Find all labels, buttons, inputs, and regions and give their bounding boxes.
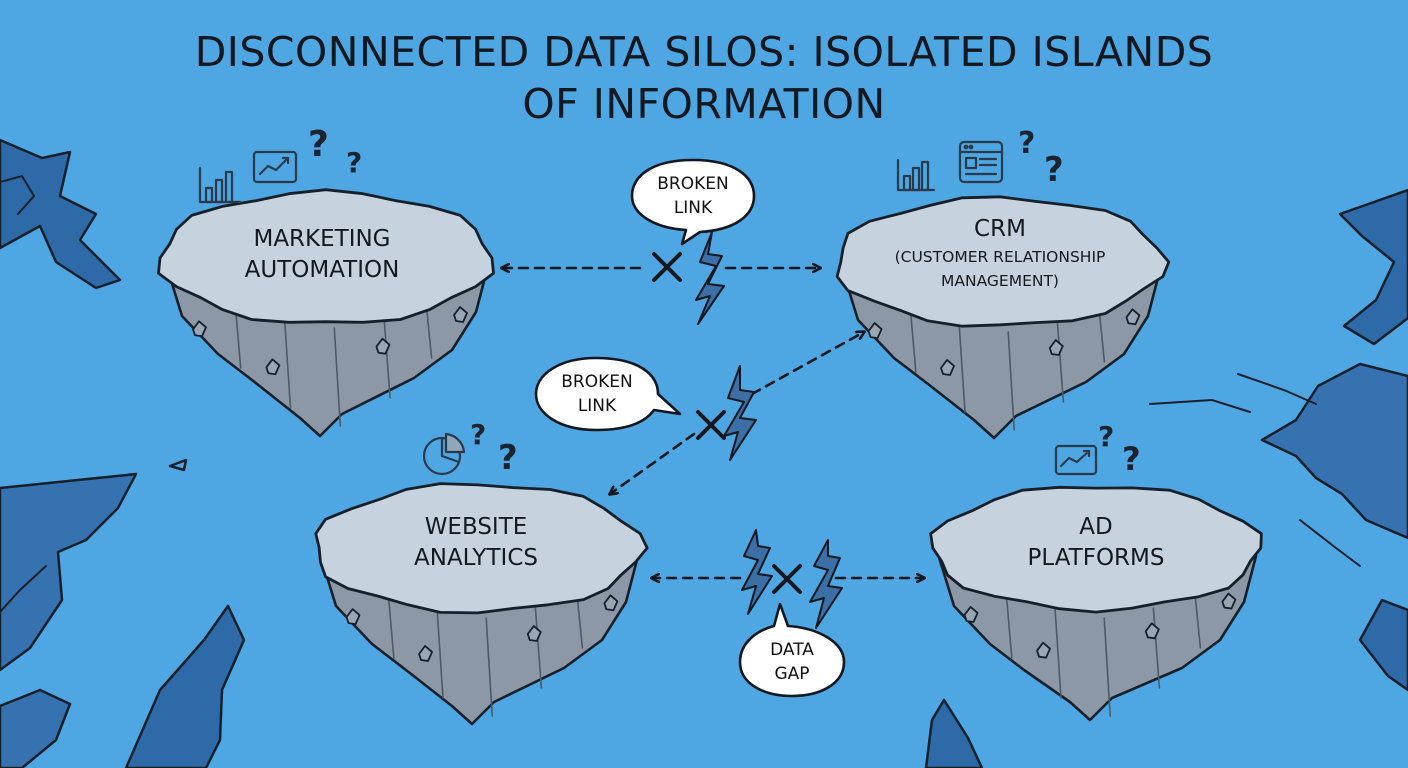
- rock-striation: [1152, 607, 1161, 689]
- broken-link-top-label: BROKEN LINK: [657, 174, 729, 218]
- rock-striation: [1056, 321, 1065, 403]
- rock-striation: [1007, 331, 1015, 431]
- floating-rock: [940, 359, 955, 376]
- floating-rock: [345, 608, 361, 626]
- island-top: [929, 485, 1263, 614]
- crack-small-left: [168, 458, 188, 472]
- question-mark-icon: ?: [1018, 126, 1036, 161]
- data-gap-label: DATA GAP: [770, 640, 814, 684]
- crack-right-mid: [1260, 362, 1408, 540]
- island-ad-platforms: [929, 485, 1263, 722]
- island-icons: [198, 140, 1098, 476]
- floating-rock: [1036, 641, 1051, 659]
- title-line-2: OF INFORMATION: [522, 80, 886, 128]
- title-line-1: DISCONNECTED DATA SILOS: ISOLATED ISLAND…: [194, 28, 1214, 76]
- crack-left-mid: [0, 472, 138, 672]
- crack-top-left: [0, 138, 122, 290]
- bar-chart-icon: [896, 158, 936, 192]
- rock-striation: [958, 321, 966, 413]
- speech-bubbles: [534, 158, 846, 698]
- broken-x-icon: [772, 564, 802, 594]
- island-marketing-automation: [157, 188, 495, 438]
- crack-lines: [0, 174, 1361, 613]
- floating-rock: [1125, 308, 1141, 326]
- question-mark-icon: ?: [1098, 420, 1115, 453]
- lightning-crack-icon: [741, 529, 773, 615]
- floating-rock: [192, 320, 207, 338]
- question-mark-icon: ?: [346, 146, 363, 179]
- floating-rock: [1221, 592, 1237, 610]
- question-mark-icon: ?: [1122, 440, 1141, 478]
- island-label-crm: CRM (CUSTOMER RELATIONSHIP MANAGEMENT): [894, 216, 1106, 290]
- floating-rock: [375, 337, 391, 355]
- crack-right-top: [1338, 188, 1408, 346]
- browser-window-icon: [958, 140, 1004, 184]
- floating-rock: [265, 358, 281, 376]
- rock-striation: [1054, 607, 1062, 699]
- background-cracks: [0, 138, 1408, 768]
- broken-markers: [652, 231, 843, 629]
- pie-chart-icon: [422, 432, 466, 476]
- crack-right-bottom: [1358, 598, 1408, 692]
- rock-striation: [283, 317, 292, 409]
- rock-striation: [485, 617, 493, 717]
- broken-x-icon: [652, 252, 682, 282]
- data-gap-bubble: [738, 602, 846, 698]
- connector-analytics-crm-upper: [750, 332, 864, 396]
- broken-link-top-bubble: [630, 158, 756, 246]
- broken-link-middle-bubble: [534, 356, 682, 432]
- question-mark-icon: ?: [308, 124, 329, 165]
- floating-rock: [603, 594, 619, 612]
- lightning-crack-icon: [695, 231, 725, 325]
- island-top: [314, 482, 649, 615]
- island-crm: [835, 195, 1171, 440]
- page-title: DISCONNECTED DATA SILOS: ISOLATED ISLAND…: [120, 26, 1288, 130]
- floating-rock: [1048, 339, 1064, 356]
- floating-rock: [1144, 622, 1160, 640]
- floating-rock: [418, 645, 433, 662]
- lightning-crack-icon: [809, 539, 843, 629]
- line-chart-icon: [252, 150, 298, 184]
- island-top: [835, 195, 1171, 328]
- bar-chart-icon: [198, 166, 242, 204]
- connector-analytics-crm-lower: [610, 432, 696, 494]
- island-label-website-analytics: WEBSITE ANALYTICS: [414, 514, 538, 571]
- floating-rock: [453, 306, 468, 323]
- crack-bottom-left: [124, 604, 246, 768]
- rock-striation: [534, 607, 543, 689]
- crack-bottom-left-2: [0, 688, 72, 768]
- question-mark-icon: ?: [498, 438, 518, 478]
- lightning-crack-icon: [723, 365, 757, 461]
- rock-striation: [436, 607, 444, 699]
- broken-link-middle-label: BROKEN LINK: [561, 372, 633, 416]
- islands-layer: [157, 188, 1263, 726]
- crack-bottom-right: [924, 698, 984, 768]
- island-label-marketing-automation: MARKETING AUTOMATION: [244, 226, 400, 283]
- rock-striation: [333, 327, 342, 427]
- broken-x-icon: [696, 410, 726, 440]
- floating-rock: [867, 322, 883, 340]
- island-label-ad-platforms: AD PLATFORMS: [1027, 514, 1165, 571]
- floating-rock: [963, 606, 979, 623]
- floating-rock: [526, 625, 542, 642]
- line-chart-icon: [1054, 444, 1098, 476]
- question-mark-icon: ?: [1044, 150, 1064, 190]
- island-top: [157, 188, 495, 324]
- question-mark-icon: ?: [470, 418, 487, 451]
- connectors-layer: [502, 268, 924, 578]
- rock-striation: [383, 317, 391, 399]
- rock-striation: [1103, 617, 1111, 717]
- island-website-analytics: [314, 482, 649, 726]
